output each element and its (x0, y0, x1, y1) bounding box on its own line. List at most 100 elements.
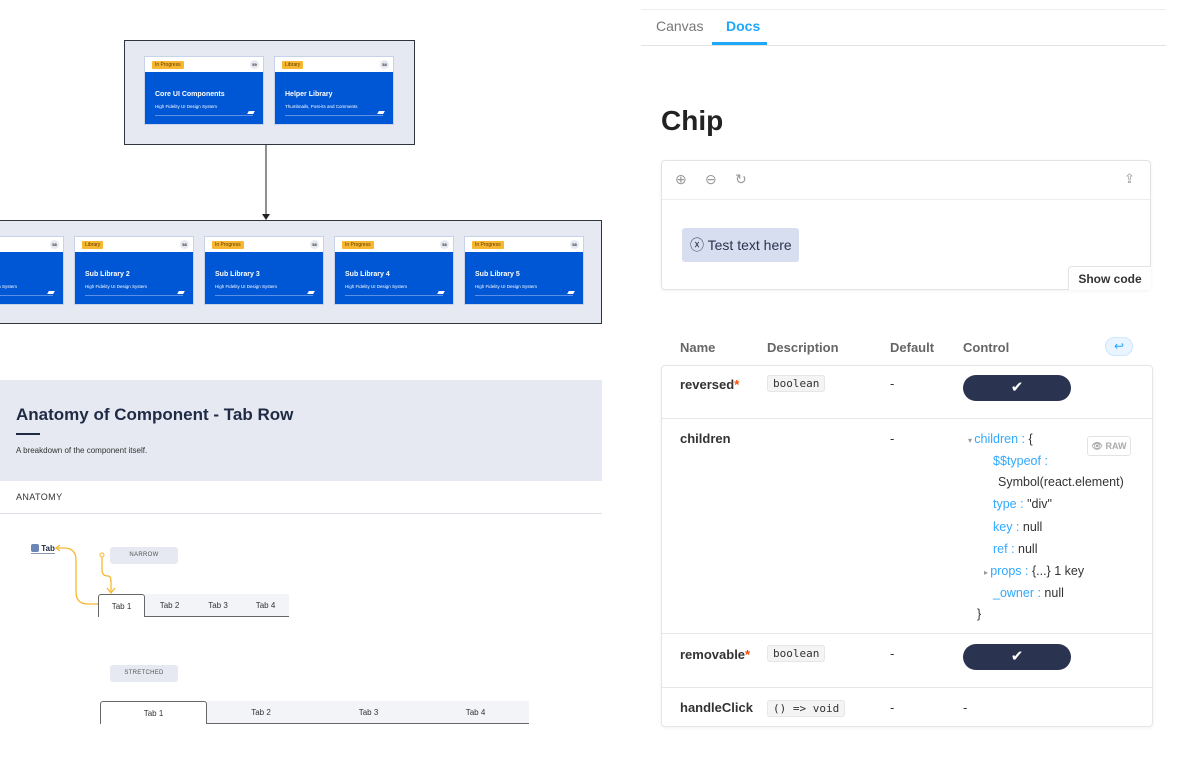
card-title: Sub Library 5 (475, 271, 520, 278)
feather-icon (437, 291, 445, 294)
tab-1[interactable]: Tab 1 (98, 594, 145, 617)
chip-label: Test text here (707, 237, 792, 253)
tab-2[interactable]: Tab 2 (145, 594, 194, 617)
removable-toggle[interactable]: ✔ (963, 644, 1071, 670)
object-line: key : null (993, 520, 1043, 534)
preview-panel: ⊕ ⊖ ↻ ⇪ ⓧ Test text here Show code (661, 160, 1151, 290)
zoom-in-icon[interactable]: ⊕ (675, 171, 687, 187)
card-title: Core UI Components (155, 91, 225, 98)
tab-component-label: Tab (41, 544, 55, 553)
narrow-connector (101, 555, 112, 592)
object-line: _owner : null (993, 586, 1064, 600)
reset-zoom-icon[interactable]: ↻ (735, 171, 747, 187)
card-title: Sub Library 3 (215, 271, 260, 278)
card-divider (215, 295, 313, 296)
status-badge: In Progress (152, 61, 184, 69)
feather-icon (567, 291, 575, 294)
prop-name-reversed: reversed* (680, 377, 740, 392)
card-subtitle: High Fidelity UI Design System (215, 284, 278, 289)
prop-default: - (890, 376, 895, 391)
card-header: In Progress 58 (335, 237, 453, 252)
arrow-head-icon (262, 214, 270, 220)
tab-1[interactable]: Tab 1 (100, 701, 207, 724)
tab-3[interactable]: Tab 3 (315, 701, 422, 724)
status-badge: In Progress (472, 241, 504, 249)
card-divider (475, 295, 573, 296)
row-divider (662, 418, 1152, 419)
tab-canvas[interactable]: Canvas (656, 18, 704, 34)
object-line: ref : null (993, 542, 1038, 556)
tab-4[interactable]: Tab 4 (422, 701, 529, 724)
feather-icon (47, 291, 55, 294)
card-subtitle: High Fidelity UI Design System (155, 104, 218, 109)
chip[interactable]: ⓧ Test text here (682, 228, 799, 262)
raw-button[interactable]: 👁 RAW (1087, 436, 1131, 456)
status-badge: In Progress (212, 241, 244, 249)
reset-controls-button[interactable]: ↩ (1105, 337, 1133, 356)
status-badge: Library (82, 241, 104, 249)
count-badge: 58 (440, 240, 449, 249)
eye-icon: 👁 (1091, 441, 1103, 451)
card-header: In Progress 58 (465, 237, 583, 252)
tab-4[interactable]: Tab 4 (242, 594, 289, 617)
object-line: $$typeof : (993, 454, 1048, 468)
card-title: Sub Library 2 (85, 271, 130, 278)
header-control: Control (963, 340, 1010, 355)
object-line: type : "div" (993, 497, 1052, 511)
card-title: Sub Library 4 (345, 271, 390, 278)
active-tab-indicator (712, 42, 767, 45)
feather-icon (177, 291, 185, 294)
card-divider (85, 295, 183, 296)
count-badge: 58 (180, 240, 189, 249)
object-line: Symbol(react.element) (998, 475, 1124, 489)
anatomy-section-label: ANATOMY (16, 492, 63, 502)
tab-docs[interactable]: Docs (726, 18, 761, 34)
tab-3[interactable]: Tab 3 (194, 594, 242, 617)
prop-default: - (890, 700, 895, 715)
card-header: Library 58 (75, 237, 193, 252)
object-root[interactable]: ▾ children : { (968, 432, 1033, 446)
object-line-props[interactable]: ▸ props : {...} 1 key (984, 564, 1085, 578)
share-icon[interactable]: ⇪ (1124, 171, 1135, 186)
row-divider (662, 633, 1152, 634)
preview-toolbar: ⊕ ⊖ ↻ ⇪ (662, 161, 1150, 200)
prop-type: () => void (767, 700, 846, 717)
prop-default: - (890, 431, 895, 446)
card-subtitle: High Fidelity UI Design System (345, 284, 408, 289)
card-title: Helper Library (285, 91, 333, 98)
tab-component-link[interactable]: Tab (31, 544, 55, 554)
divider (0, 513, 602, 514)
prop-type: boolean (767, 645, 826, 662)
prop-default: - (890, 646, 895, 661)
props-table (661, 365, 1153, 727)
tab-2[interactable]: Tab 2 (207, 701, 315, 724)
object-close: } (977, 607, 982, 621)
prop-type: boolean (767, 375, 826, 392)
reversed-toggle[interactable]: ✔ (963, 375, 1071, 401)
count-badge: 58 (570, 240, 579, 249)
header-default: Default (890, 340, 935, 355)
top-border (641, 9, 1166, 10)
show-code-button[interactable]: Show code (1068, 266, 1151, 290)
card-subtitle: Thumbnails, Post-its and Comments (285, 104, 358, 109)
zoom-out-icon[interactable]: ⊖ (705, 171, 717, 187)
prop-control: - (963, 700, 968, 715)
required-icon: * (734, 377, 740, 392)
header-name: Name (680, 340, 716, 355)
prop-name-removable: removable* (680, 647, 751, 662)
status-badge: In Progress (342, 241, 374, 249)
card-divider (155, 115, 253, 116)
tab-connector (56, 547, 100, 605)
count-badge: 58 (50, 240, 59, 249)
remove-icon[interactable]: ⓧ (690, 237, 704, 253)
component-icon (31, 544, 39, 552)
